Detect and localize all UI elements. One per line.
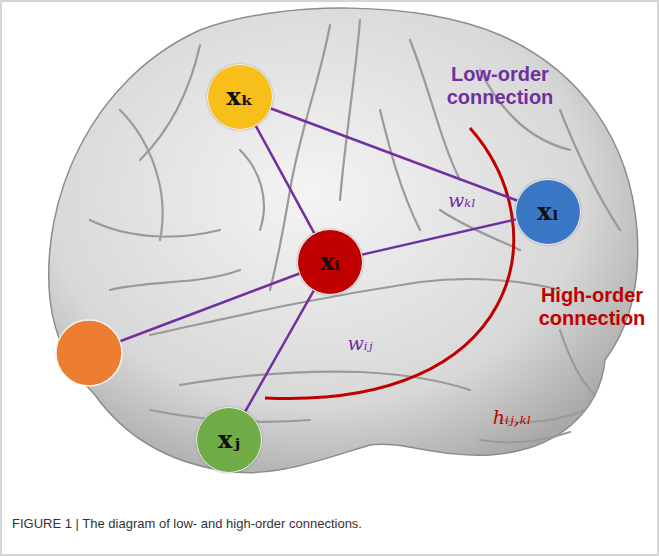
connection-line xyxy=(271,109,517,201)
node-label: xⱼ xyxy=(218,428,240,452)
weight-label: hᵢⱼ,ₖₗ xyxy=(493,407,532,429)
weight-label: wᵢⱼ xyxy=(347,334,372,353)
region-circle: xⱼ xyxy=(196,407,262,473)
node-label: xₖ xyxy=(227,85,254,109)
node-label: xₗ xyxy=(537,200,558,224)
region-circle: xᵢ xyxy=(297,229,363,295)
brain-outline xyxy=(49,8,638,473)
annotation-label: Low-order connection xyxy=(435,63,565,109)
node-label: xᵢ xyxy=(320,250,340,274)
connection-line xyxy=(89,262,330,353)
region-circle: xₗ xyxy=(515,179,581,245)
connection-line xyxy=(362,219,516,254)
annotation-label: High-order connection xyxy=(527,284,657,330)
brain-sulci xyxy=(90,20,620,442)
figure-caption: FIGURE 1 | The diagram of low- and high-… xyxy=(12,516,362,531)
region-circle: xₖ xyxy=(207,64,273,130)
connection-line xyxy=(245,291,313,412)
connection-line xyxy=(256,126,314,233)
weight-label: wₖₗ xyxy=(448,191,476,210)
high-order-arc xyxy=(265,128,514,399)
region-circle xyxy=(56,320,122,386)
